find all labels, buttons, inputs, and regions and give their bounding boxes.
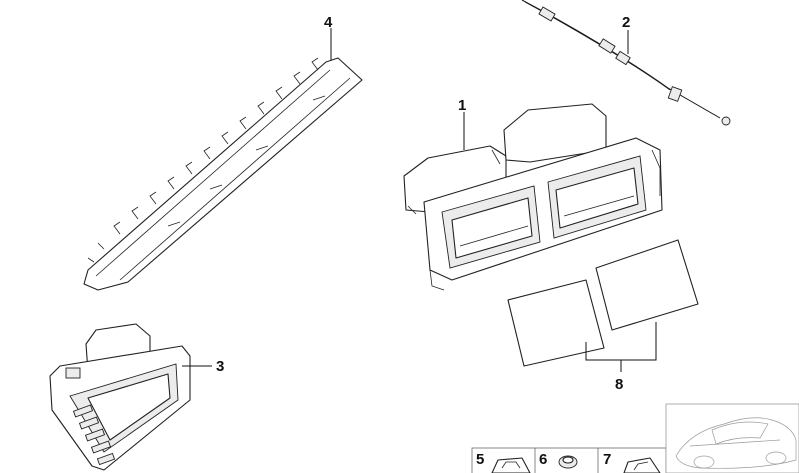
part-6-grommet[interactable] [558, 455, 578, 469]
callout-7: 7 [603, 451, 611, 468]
part-3-side-air-vent[interactable] [49, 323, 212, 471]
callout-1: 1 [458, 97, 466, 114]
callout-4: 4 [324, 14, 333, 31]
part-2-bowden-cable[interactable] [521, 0, 731, 126]
part-7-clip[interactable] [623, 457, 661, 473]
part-1-center-air-vent-assembly[interactable] [403, 103, 663, 291]
callout-3: 3 [216, 358, 224, 375]
vehicle-location-thumbnail [665, 403, 799, 473]
callout-8: 8 [615, 376, 623, 393]
callout-2: 2 [622, 14, 630, 31]
part-4-air-duct-strip[interactable] [83, 28, 363, 291]
part-5-clip[interactable] [491, 457, 531, 473]
callout-6: 6 [539, 451, 547, 468]
callout-5: 5 [476, 451, 484, 468]
part-8-foil-pads[interactable] [507, 239, 699, 372]
